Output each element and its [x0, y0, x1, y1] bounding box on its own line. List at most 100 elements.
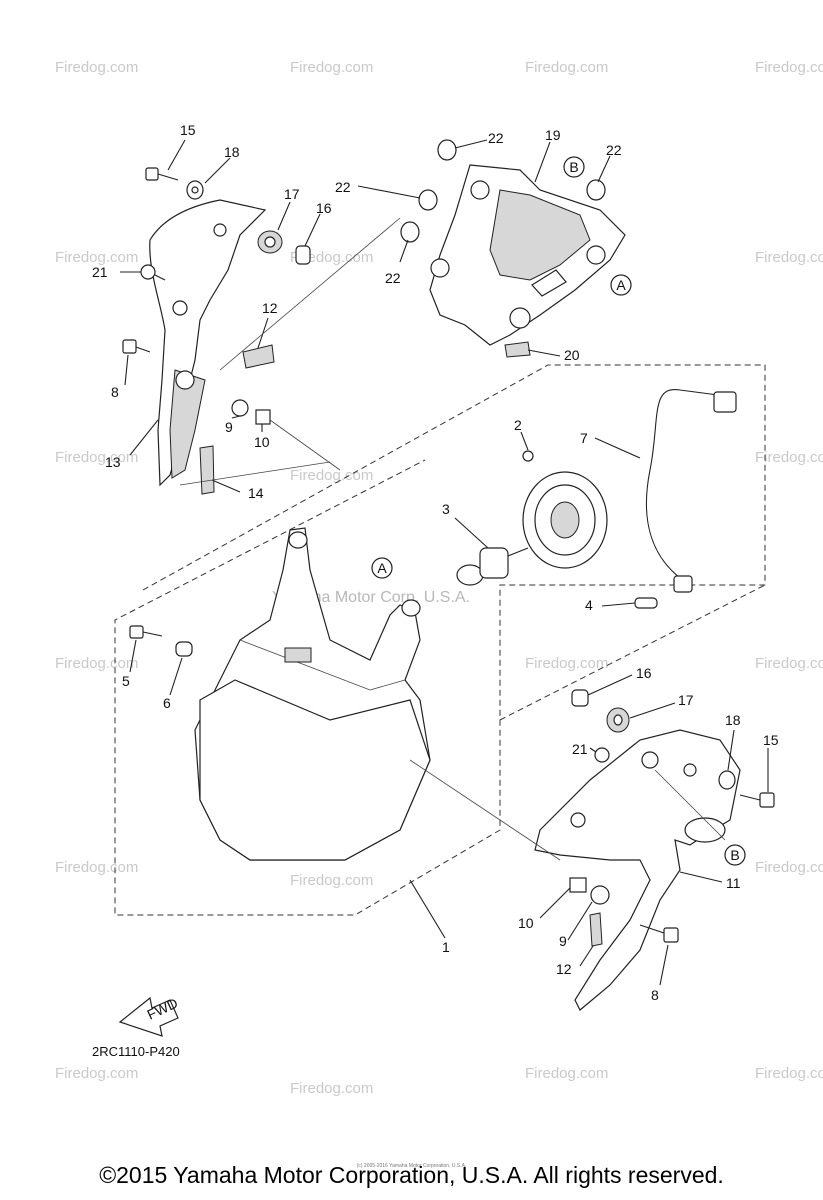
watermark-layer: Firedog.com Firedog.com Firedog.com Fire… [55, 59, 823, 1097]
watermark-text: Firedog.com [55, 1065, 138, 1082]
callout-8-left: 8 [111, 384, 119, 400]
callout-12-right: 12 [556, 961, 572, 977]
watermark-text: Firedog.com [755, 249, 823, 266]
watermark-text: Firedog.com [55, 59, 138, 76]
headlight-bolt-part-5 [129, 625, 163, 639]
reference-mark-b: B [569, 159, 578, 175]
callout-17-left: 17 [284, 186, 300, 202]
bolt-part-15-right [739, 792, 775, 808]
pad-part-12-right [589, 912, 603, 947]
copyright-notice: ©2015 Yamaha Motor Corporation, U.S.A. A… [99, 1162, 724, 1188]
callout-19: 19 [545, 127, 561, 143]
callout-7: 7 [580, 430, 588, 446]
callout-4: 4 [585, 597, 593, 613]
callout-22: 22 [606, 142, 622, 158]
collar-part-16-right [571, 689, 589, 707]
grommet-part-22-set [400, 139, 606, 243]
pad-part-12-left [242, 344, 275, 369]
reference-marks: A A B B [371, 156, 746, 866]
callout-14: 14 [248, 485, 264, 501]
fine-print: (c) 2005-2016 Yamaha Motor Corporation, … [356, 1163, 467, 1169]
callout-15-left: 15 [180, 122, 196, 138]
headlight-assembly-outline [114, 364, 766, 916]
washer-part-18 [186, 180, 204, 200]
diagram-code: 2RC1110-P420 [92, 1044, 180, 1059]
watermark-text: Firedog.com [755, 449, 823, 466]
bolt-part-8-left [122, 339, 151, 354]
bolt-part-15 [145, 167, 179, 181]
grommet-part-6 [175, 641, 193, 657]
callout-6: 6 [163, 695, 171, 711]
wire-lead-part-7 [645, 389, 737, 593]
callout-21-left: 21 [92, 264, 108, 280]
headlight-housing-part-1 [194, 527, 431, 861]
upper-cover-part-19 [429, 164, 626, 346]
callout-1: 1 [442, 939, 450, 955]
grommet-part-17 [257, 230, 283, 254]
clip-part-10-right [569, 877, 587, 893]
right-hardware [569, 689, 775, 947]
callout-8-right: 8 [651, 987, 659, 1003]
nut-part-21 [140, 264, 166, 281]
watermark-text: Firedog.com [525, 59, 608, 76]
fwd-arrow-icon [118, 996, 179, 1037]
watermark-text: Firedog.com [755, 655, 823, 672]
watermark-text: Firedog.com [55, 655, 138, 672]
callout-12-left: 12 [262, 300, 278, 316]
callout-5: 5 [122, 673, 130, 689]
callout-17-right: 17 [678, 692, 694, 708]
callout-9-left: 9 [225, 419, 233, 435]
watermark-text: Firedog.com [55, 449, 138, 466]
reference-mark-b: B [730, 847, 739, 863]
callout-22: 22 [335, 179, 351, 195]
watermark-text: Firedog.com [55, 249, 138, 266]
watermark-text: Firedog.com [525, 1065, 608, 1082]
grommet-part-17-right [606, 707, 630, 733]
watermark-text: Firedog.com [290, 249, 373, 266]
assembly-outline-edge [499, 584, 766, 721]
callout-2: 2 [514, 417, 522, 433]
callout-3: 3 [442, 501, 450, 517]
forward-direction-indicator: FWD [118, 995, 180, 1037]
callout-10-right: 10 [518, 915, 534, 931]
leader-lines [120, 139, 769, 986]
right-bracket-part-11 [534, 729, 741, 1011]
callout-20: 20 [564, 347, 580, 363]
callout-13: 13 [105, 454, 121, 470]
watermark-text: Firedog.com [755, 859, 823, 876]
watermark-text: Firedog.com [55, 859, 138, 876]
watermark-text: Firedog.com [755, 59, 823, 76]
callout-16-left: 16 [316, 200, 332, 216]
bulb-part-4 [634, 597, 658, 609]
pad-part-14 [199, 445, 215, 495]
callout-18-left: 18 [224, 144, 240, 160]
left-bracket-part-13 [149, 199, 267, 487]
nut-part-21-right [594, 747, 610, 763]
pad-part-20 [504, 341, 531, 358]
socket-part-2 [522, 450, 608, 569]
reference-mark-a: A [377, 560, 387, 576]
washer-part-18-right [718, 770, 736, 790]
callout-18-right: 18 [725, 712, 741, 728]
watermark-text: Firedog.com [290, 467, 373, 484]
washer-part-9-left [231, 399, 249, 417]
callout-16-right: 16 [636, 665, 652, 681]
bolt-part-8-right [639, 924, 679, 943]
bulb-part-3 [456, 547, 529, 586]
callout-22: 22 [488, 130, 504, 146]
callout-10-left: 10 [254, 434, 270, 450]
callout-21-right: 21 [572, 741, 588, 757]
callout-9-right: 9 [559, 933, 567, 949]
clip-part-10-left [255, 409, 271, 425]
callout-numbers: 15 18 17 16 21 12 8 13 9 10 14 22 22 22 … [92, 122, 779, 1003]
corp-watermark-text: Yamaha Motor Corp, U.S.A. [272, 589, 470, 606]
watermark-text: Firedog.com [290, 872, 373, 889]
callout-22: 22 [385, 270, 401, 286]
collar-part-16 [295, 245, 311, 265]
callout-11: 11 [726, 875, 741, 891]
callout-15-right: 15 [763, 732, 779, 748]
assembly-outlines [114, 364, 766, 916]
washer-part-9-right [590, 885, 610, 905]
